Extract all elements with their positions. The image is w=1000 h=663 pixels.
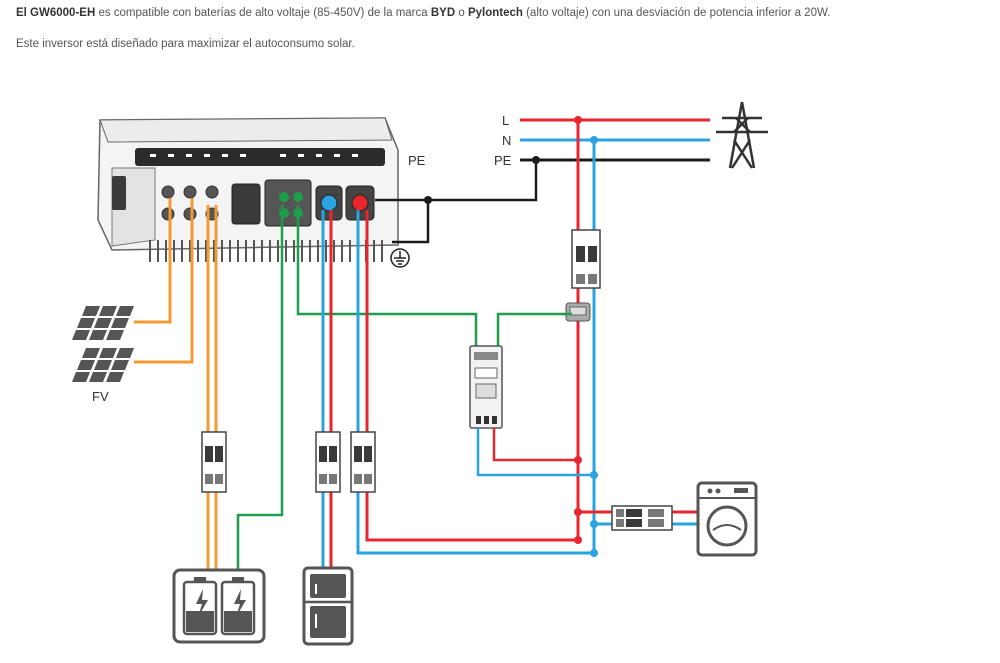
inverter — [97, 117, 399, 262]
load-breaker — [611, 505, 673, 531]
intro-brand-pylontech: Pylontech — [467, 7, 523, 19]
meter-neutral-wire — [476, 428, 594, 477]
grid-breaker — [571, 229, 601, 289]
grid-label-pe: PE — [494, 153, 512, 168]
intro-text-2: o — [455, 7, 468, 19]
power-grid-tower-icon — [716, 101, 768, 169]
intro-model: El GW6000-EH — [16, 7, 96, 19]
grid-label-l: L — [502, 113, 509, 128]
earth-ground-icon — [390, 248, 410, 268]
pv-label: FV — [92, 389, 109, 404]
pe-wire — [375, 160, 538, 202]
inverter-pe-label: PE — [408, 153, 426, 168]
communication-wires — [236, 205, 572, 570]
ongrid-breaker — [350, 431, 376, 493]
pv-wires — [134, 198, 218, 570]
backup-breaker — [315, 431, 341, 493]
battery-connector-block — [264, 179, 312, 227]
intro-paragraph-1: El GW6000-EH es compatible con baterías … — [16, 6, 986, 20]
solar-panel-icon-1 — [72, 306, 134, 340]
intro-text-1: es compatible con baterías de alto volta… — [95, 7, 431, 19]
grid-label-n: N — [502, 133, 511, 148]
ground-wire — [392, 200, 430, 244]
intro-paragraph-2: Este inversor está diseñado para maximiz… — [16, 38, 355, 50]
inverter-side-switch — [112, 176, 126, 210]
inverter-display-panel — [135, 148, 385, 166]
battery-icon — [172, 568, 266, 644]
solar-panel-icon-2 — [72, 348, 134, 382]
washing-machine-icon — [696, 481, 758, 557]
dc-switch — [231, 183, 261, 225]
ongrid-neutral-wire — [356, 210, 594, 555]
ongrid-live-wire — [365, 210, 578, 542]
meter-live-wire — [492, 428, 578, 462]
battery-dc-breaker — [201, 431, 227, 493]
refrigerator-icon — [302, 566, 354, 646]
intro-text-3: (alto voltaje) con una desviación de pot… — [522, 7, 831, 19]
intro-brand-byd: BYD — [430, 7, 456, 19]
current-sensor-clamp — [565, 302, 591, 322]
backup-wires — [321, 210, 333, 570]
smart-meter — [469, 345, 503, 429]
intro-text: El GW6000-EH es compatible con baterías … — [16, 6, 986, 68]
